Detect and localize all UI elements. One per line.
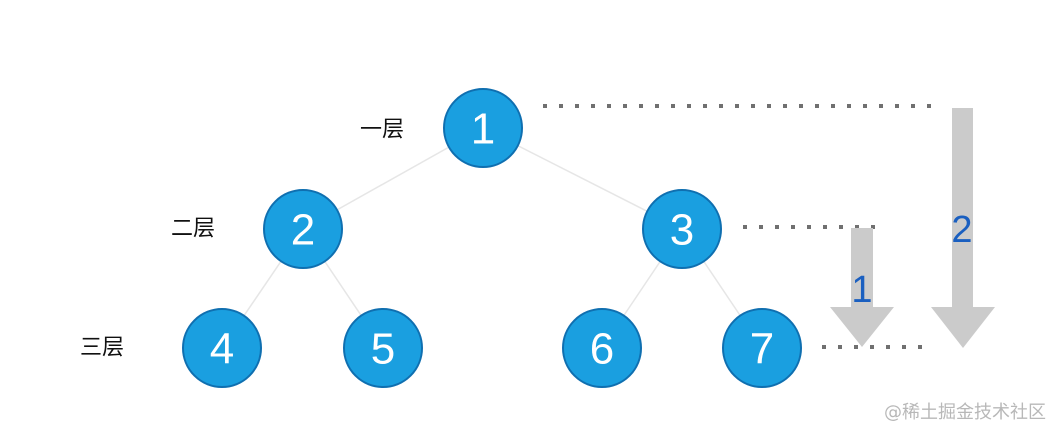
- level-label-3: 三层: [80, 336, 124, 361]
- node-label: 6: [590, 325, 614, 374]
- tree-node-1: 1: [443, 88, 523, 168]
- tree-node-6: 6: [562, 308, 642, 388]
- node-label: 2: [291, 206, 315, 255]
- arrow-label-1: 1: [851, 269, 872, 311]
- tree-node-7: 7: [722, 308, 802, 388]
- level-label-1: 一层: [360, 118, 404, 143]
- tree-node-4: 4: [182, 308, 262, 388]
- node-label: 3: [670, 206, 694, 255]
- level-label-2: 二层: [171, 217, 215, 242]
- node-label: 7: [750, 325, 774, 374]
- down-arrow-icon-2: 2: [931, 108, 995, 348]
- watermark: @稀土掘金技术社区: [884, 402, 1046, 423]
- tree-node-2: 2: [263, 189, 343, 269]
- node-label: 5: [371, 325, 395, 374]
- arrow-label-2: 2: [951, 209, 972, 251]
- tree-node-5: 5: [343, 308, 423, 388]
- tree-node-3: 3: [642, 189, 722, 269]
- node-label: 1: [471, 105, 495, 154]
- down-arrow-icon-1: 1: [830, 228, 894, 347]
- node-label: 4: [210, 325, 234, 374]
